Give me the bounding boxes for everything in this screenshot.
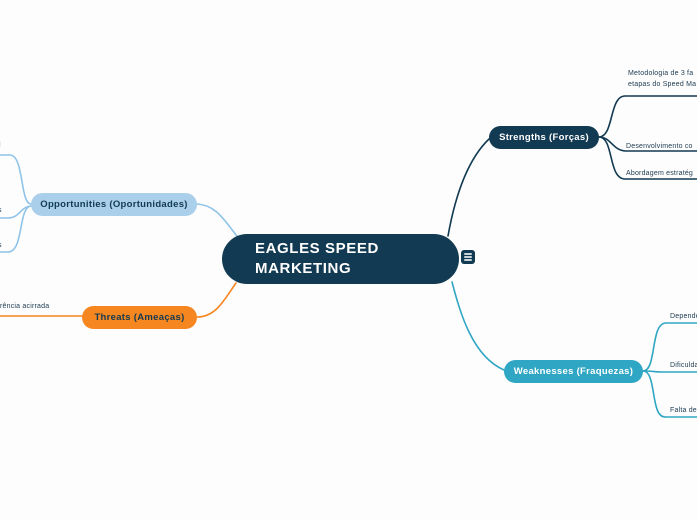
leaf-underline-opportunities-1 bbox=[0, 154, 32, 205]
leaf-underline-strengths-1 bbox=[598, 95, 697, 138]
leaf-threats-1[interactable]: rência acirrada bbox=[0, 303, 50, 310]
branch-threats-connector bbox=[196, 282, 237, 318]
node-strengths-label: Strengths (Forças) bbox=[499, 132, 589, 143]
leaf-underline-weaknesses-2 bbox=[642, 370, 697, 373]
leaf-opportunities-1[interactable]: l bbox=[0, 140, 7, 151]
leaf-weaknesses-1[interactable]: Depende bbox=[670, 313, 697, 320]
node-opportunities-label: Opportunities (Oportunidades) bbox=[40, 199, 188, 210]
node-weaknesses-label: Weaknesses (Fraquezas) bbox=[513, 366, 634, 377]
node-central-topic[interactable]: EAGLES SPEED MARKETING bbox=[222, 234, 459, 284]
notes-icon[interactable] bbox=[461, 250, 475, 264]
leaf-weaknesses-3[interactable]: Falta de bbox=[670, 407, 697, 414]
leaf-weaknesses-2[interactable]: Dificulda bbox=[670, 362, 697, 369]
leaf-opportunities-2[interactable]: s bbox=[0, 205, 6, 216]
central-topic-title: EAGLES SPEED MARKETING bbox=[255, 240, 379, 277]
node-strengths[interactable]: Strengths (Forças) bbox=[489, 126, 599, 149]
leaf-strengths-1[interactable]: Metodologia de 3 fa etapas do Speed Ma bbox=[628, 70, 697, 88]
node-threats-label: Threats (Ameaças) bbox=[94, 312, 185, 323]
leaf-strengths-3[interactable]: Abordagem estratég bbox=[626, 170, 694, 177]
node-weaknesses[interactable]: Weaknesses (Fraquezas) bbox=[504, 360, 643, 383]
leaf-strengths-2[interactable]: Desenvolvimento co bbox=[626, 143, 693, 150]
node-opportunities[interactable]: Opportunities (Oportunidades) bbox=[31, 193, 197, 216]
branch-strengths-connector bbox=[447, 138, 490, 237]
leaf-opportunities-3[interactable]: s bbox=[0, 240, 6, 251]
branch-opportunities-connector bbox=[196, 203, 238, 237]
node-threats[interactable]: Threats (Ameaças) bbox=[82, 306, 197, 329]
branch-weaknesses-connector bbox=[451, 281, 505, 371]
